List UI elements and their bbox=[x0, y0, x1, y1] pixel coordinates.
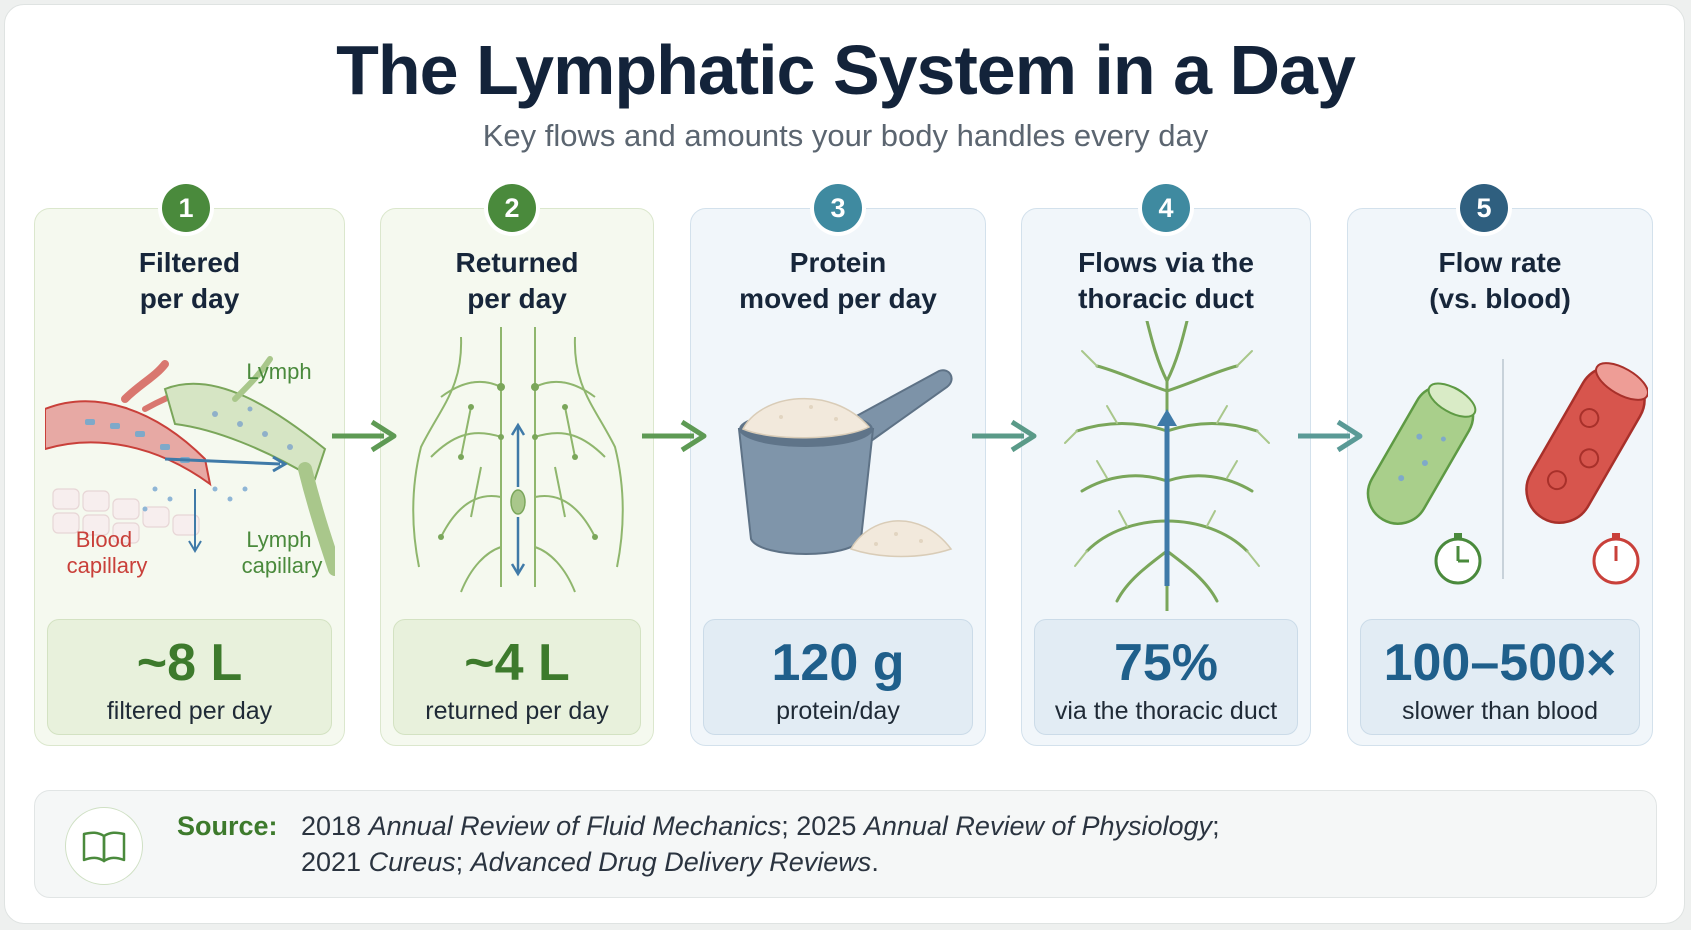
stat-label: returned per day bbox=[425, 697, 609, 725]
step-card-flow-rate: Flow rate (vs. blood) bbox=[1347, 208, 1653, 746]
source-line-2: 2021 Cureus; Advanced Drug Delivery Revi… bbox=[301, 847, 879, 878]
step-card-thoracic-duct: Flows via the thoracic duct 75% via the … bbox=[1021, 208, 1311, 746]
thoracic-duct-illustration bbox=[1064, 321, 1270, 611]
stat-value: 120 g bbox=[771, 634, 905, 692]
stat-box: ~8 L filtered per day bbox=[47, 619, 332, 735]
source-journal: Cureus bbox=[368, 847, 456, 877]
source-year: 2018 bbox=[301, 811, 369, 841]
clock-icon bbox=[1592, 533, 1640, 585]
stat-value: ~8 L bbox=[136, 634, 243, 692]
page-title: The Lymphatic System in a Day bbox=[336, 31, 1356, 109]
card-title: Returned per day bbox=[455, 247, 579, 314]
source-separator: . bbox=[871, 847, 879, 877]
step-card-returned: Returned per day ~4 L returned per day bbox=[380, 208, 654, 746]
flow-rate-illustration bbox=[1366, 359, 1648, 585]
step-card-protein: Protein moved per day 120 g protein/day bbox=[690, 208, 986, 746]
source-journal: Annual Review of Fluid Mechanics bbox=[368, 811, 782, 841]
source-separator: ; bbox=[455, 847, 471, 877]
step-number-badge: 3 bbox=[814, 184, 862, 232]
clock-icon bbox=[1434, 533, 1482, 585]
stat-value: 75% bbox=[1113, 634, 1219, 692]
step-card-filtered: Filtered per day bbox=[34, 208, 345, 746]
step-number-badge: 4 bbox=[1142, 184, 1190, 232]
source-journal: Annual Review of Physiology bbox=[863, 811, 1213, 841]
stat-box: 75% via the thoracic duct bbox=[1034, 619, 1298, 735]
stat-box: ~4 L returned per day bbox=[393, 619, 641, 735]
source-separator: ; bbox=[1212, 811, 1220, 841]
page-subtitle: Key flows and amounts your body handles … bbox=[482, 118, 1209, 153]
stat-label: filtered per day bbox=[106, 697, 273, 725]
right-arrow-icon bbox=[332, 419, 397, 453]
stat-label: via the thoracic duct bbox=[1054, 697, 1278, 725]
stat-label: protein/day bbox=[776, 697, 900, 725]
right-arrow-icon bbox=[1298, 419, 1363, 453]
step-number-badge: 1 bbox=[162, 184, 210, 232]
source-label: Source: bbox=[177, 811, 278, 841]
source-separator: ; 2025 bbox=[781, 811, 864, 841]
step-number-badge: 5 bbox=[1460, 184, 1508, 232]
card-title: Flow rate (vs. blood) bbox=[1429, 247, 1571, 314]
stat-box: 100–500× slower than blood bbox=[1360, 619, 1640, 735]
stat-label: slower than blood bbox=[1402, 697, 1598, 725]
label-lymph: Lymph bbox=[246, 359, 311, 384]
label-lymph-capillary: Lymph capillary bbox=[242, 527, 323, 578]
book-icon bbox=[82, 831, 126, 863]
right-arrow-icon bbox=[642, 419, 707, 453]
card-title: Filtered per day bbox=[138, 247, 241, 314]
right-arrow-icon bbox=[972, 419, 1037, 453]
lymph-network-illustration bbox=[412, 327, 624, 593]
label-blood-line1: Blood bbox=[76, 527, 132, 552]
source-year: 2021 bbox=[301, 847, 369, 877]
label-blood: Blood capillary bbox=[67, 527, 148, 578]
label-blood-line2: capillary bbox=[67, 553, 148, 578]
capillary-illustration: Lymph Blood capillary Lymph capillary bbox=[45, 356, 335, 578]
source-line-1: 2018 Annual Review of Fluid Mechanics; 2… bbox=[301, 811, 1220, 842]
protein-scoop-illustration bbox=[737, 369, 953, 558]
book-icon-wrap bbox=[65, 807, 143, 885]
card-title: Flows via the thoracic duct bbox=[1078, 247, 1254, 314]
stat-box: 120 g protein/day bbox=[703, 619, 973, 735]
card-title: Protein moved per day bbox=[739, 247, 937, 314]
source-box: Source: 2018 Annual Review of Fluid Mech… bbox=[34, 790, 1657, 898]
stat-value: ~4 L bbox=[464, 634, 570, 692]
source-journal: Advanced Drug Delivery Reviews bbox=[470, 847, 872, 877]
stat-value: 100–500× bbox=[1383, 634, 1617, 692]
label-lymph-capillary-line1: Lymph bbox=[246, 527, 311, 552]
step-number-badge: 2 bbox=[488, 184, 536, 232]
label-lymph-capillary-line2: capillary bbox=[242, 553, 323, 578]
